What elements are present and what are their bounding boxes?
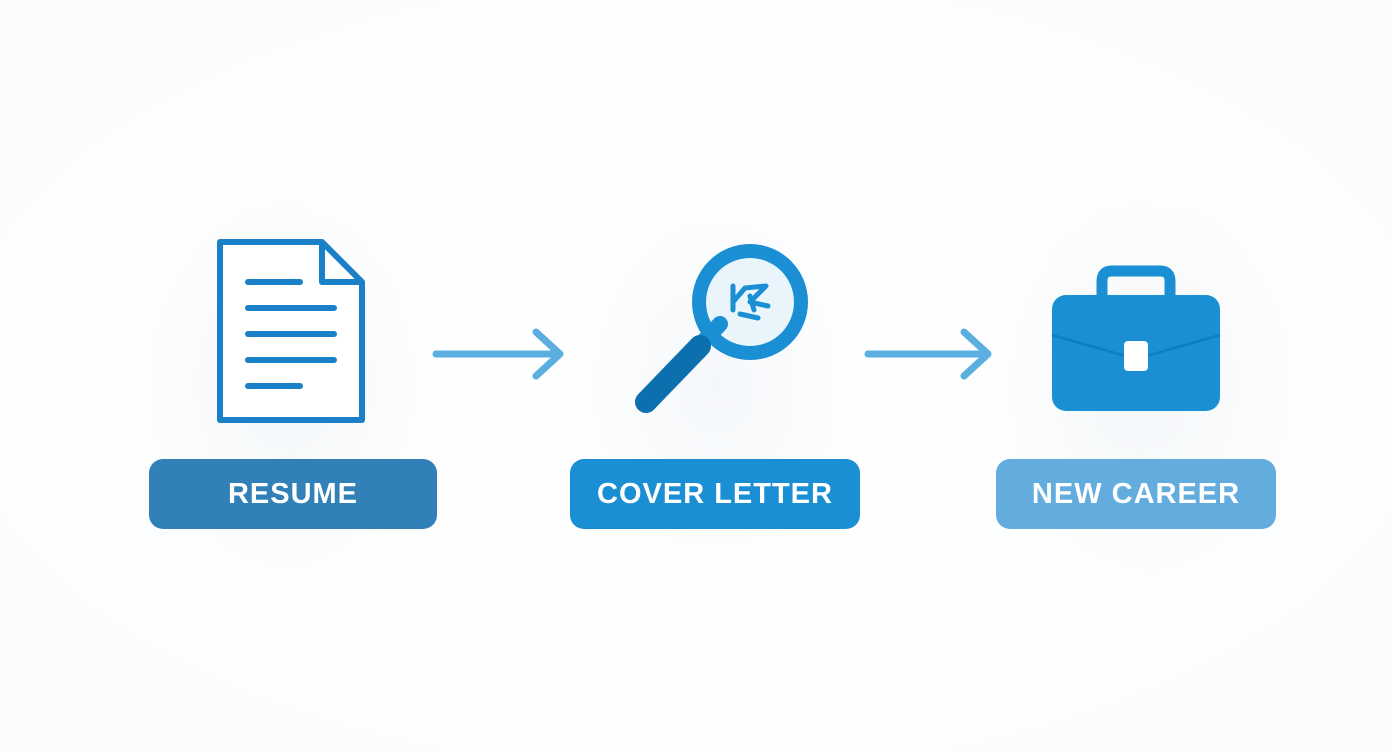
magnifier-icon [635, 244, 808, 413]
resume-label: RESUME [149, 459, 437, 529]
document-icon [217, 239, 365, 423]
cover-letter-label: COVER LETTER [570, 459, 860, 529]
new-career-label: NEW CAREER [996, 459, 1276, 529]
arrow-right-icon [864, 328, 992, 380]
briefcase-icon [1051, 265, 1221, 411]
arrow-right-icon [432, 328, 564, 380]
